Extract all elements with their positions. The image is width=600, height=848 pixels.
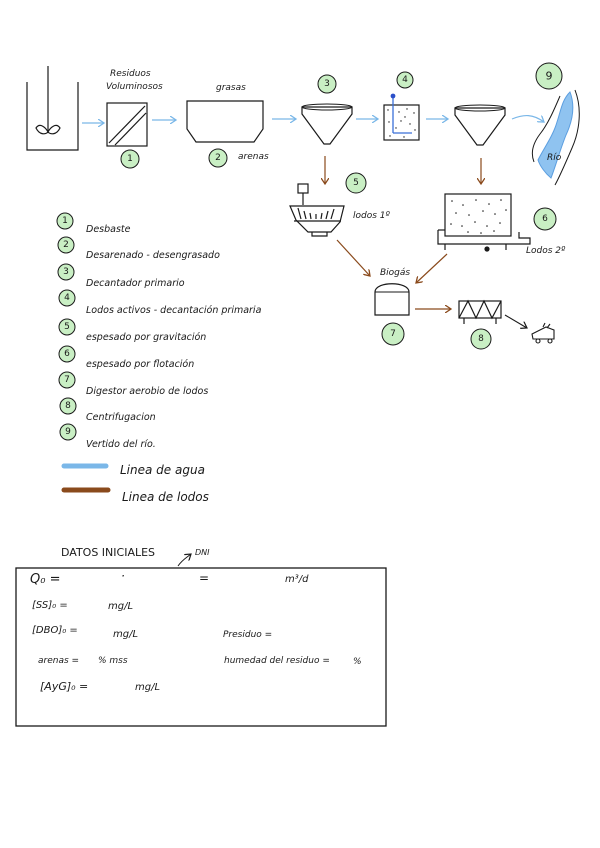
q0-dot: ·	[121, 569, 125, 583]
stage-number-1: 1	[127, 154, 133, 164]
dni-label: DNI	[195, 548, 210, 557]
legend-number: 1	[62, 216, 68, 226]
arenas-label: arenas =	[38, 656, 79, 666]
legend-item: 7 Digestor aerobio de lodos	[58, 371, 208, 397]
q0-unit: m³/d	[285, 574, 309, 585]
stage-number-2: 2	[215, 153, 221, 163]
ayg-unit: mg/L	[135, 682, 160, 693]
stage-circle-7	[381, 322, 405, 346]
legend-number: 7	[64, 375, 70, 385]
sludge-flow-arrow	[336, 239, 370, 276]
legend-water-line-label: Linea de agua	[120, 463, 205, 477]
ss-label: [SS]₀ =	[32, 600, 68, 611]
digester	[374, 283, 410, 316]
river-bank	[554, 89, 580, 186]
grit-grease-chamber	[186, 100, 264, 143]
initial-data: DATOS INICIALES DNI Q₀ = · = m³/d [SS]₀ …	[15, 546, 387, 727]
dbo-unit: mg/L	[113, 629, 138, 640]
screen-unit	[106, 102, 148, 147]
stage-circle-3	[317, 74, 337, 94]
legend-label: Desbaste	[86, 224, 131, 235]
label-voluminosos: Voluminosos	[106, 82, 163, 92]
legend-item: 4 Lodos activos - decantación primaria	[58, 289, 262, 316]
legend-item: 2 Desarenado - desengrasado	[57, 236, 220, 261]
legend-label: Centrifugacion	[86, 412, 156, 423]
stage-circle-2	[208, 148, 228, 168]
legend-number: 4	[64, 293, 70, 303]
stage-number-7: 7	[390, 329, 396, 339]
humedad-unit: %	[353, 657, 362, 667]
stage-circle-6	[533, 207, 557, 231]
stage-circle-9	[535, 62, 563, 90]
inlet-tank	[26, 66, 79, 151]
label-grasas: grasas	[216, 83, 246, 93]
sludge-out-arrow	[504, 314, 527, 328]
legend-number: 8	[65, 401, 71, 411]
legend-label: Lodos activos - decantación primaria	[86, 305, 262, 316]
label-biogas: Biogás	[380, 268, 410, 278]
stage-circle-1	[120, 149, 140, 169]
stage-circle-8	[470, 328, 492, 350]
legend-item: 8 Centrifugacion	[59, 397, 156, 423]
legend-label: espesado por flotación	[86, 359, 194, 370]
legend-label: Desarenado - desengrasado	[86, 250, 220, 261]
primary-clarifier	[301, 106, 353, 145]
legend-label: espesado por gravitación	[86, 332, 206, 343]
river	[537, 91, 574, 179]
gravity-thickener	[289, 183, 345, 237]
sludge-flow-arrow	[416, 253, 448, 283]
stage-circle-5	[345, 172, 367, 194]
stage-number-6: 6	[542, 214, 548, 224]
ayg-label: [AyG]₀ =	[40, 680, 88, 693]
stage-number-4: 4	[402, 75, 408, 85]
ss-unit: mg/L	[108, 601, 133, 612]
secondary-clarifier	[454, 107, 506, 146]
initial-data-box	[15, 567, 387, 727]
legend-number: 5	[64, 322, 70, 332]
legend-number: 9	[65, 427, 71, 437]
centrifuge	[458, 299, 502, 324]
legend-label: Decantador primario	[86, 278, 185, 289]
stage-circle-4	[396, 71, 414, 89]
activated-sludge-tank	[383, 93, 420, 141]
water-flow-arrow	[511, 115, 544, 122]
label-lodos-secundarios: Lodos 2º	[526, 246, 566, 256]
legend-label: Vertido del río.	[86, 439, 156, 450]
label-arenas: arenas	[238, 152, 269, 162]
legend-number: 2	[63, 240, 69, 250]
secondary-clarifier-top	[454, 104, 506, 112]
q0-label: Q₀ =	[30, 572, 60, 587]
clarifier-top	[301, 103, 353, 111]
q0-equals: =	[199, 571, 209, 585]
legend-item: 5 espesado por gravitación	[58, 318, 206, 343]
legend-sludge-line-label: Linea de lodos	[122, 490, 209, 504]
initial-data-title: DATOS INICIALES	[61, 546, 155, 559]
truck-icon	[531, 322, 555, 344]
stage-number-9: 9	[546, 70, 553, 83]
river-bank	[531, 95, 561, 163]
presiduo-label: Presiduo =	[223, 630, 272, 640]
legend: 1 Desbaste 2 Desarenado - desengrasado 3…	[56, 212, 262, 504]
label-rio: Río	[547, 153, 562, 163]
legend-label: Digestor aerobio de lodos	[86, 386, 208, 397]
legend-item: 9 Vertido del río.	[59, 423, 156, 450]
legend-number: 6	[64, 349, 70, 359]
legend-item: 1 Desbaste	[56, 212, 131, 235]
flotation-thickener	[437, 193, 531, 250]
legend-item: 3 Decantador primario	[57, 263, 185, 289]
legend-item: 6 espesado por flotación	[58, 345, 194, 370]
label-lodos-primarios: lodos 1º	[353, 211, 391, 221]
flotation-dots	[450, 199, 507, 252]
legend-number: 3	[63, 267, 69, 277]
stage-number-5: 5	[353, 178, 359, 188]
dni-pointer-arrow	[177, 554, 191, 567]
label-residuos: Residuos	[110, 69, 151, 79]
humedad-label: humedad del residuo =	[224, 656, 330, 666]
stage-number-3: 3	[324, 79, 330, 89]
stage-number-8: 8	[478, 334, 484, 344]
arenas-unit: % mss	[98, 656, 128, 666]
dbo-label: [DBO]₀ =	[32, 625, 78, 636]
